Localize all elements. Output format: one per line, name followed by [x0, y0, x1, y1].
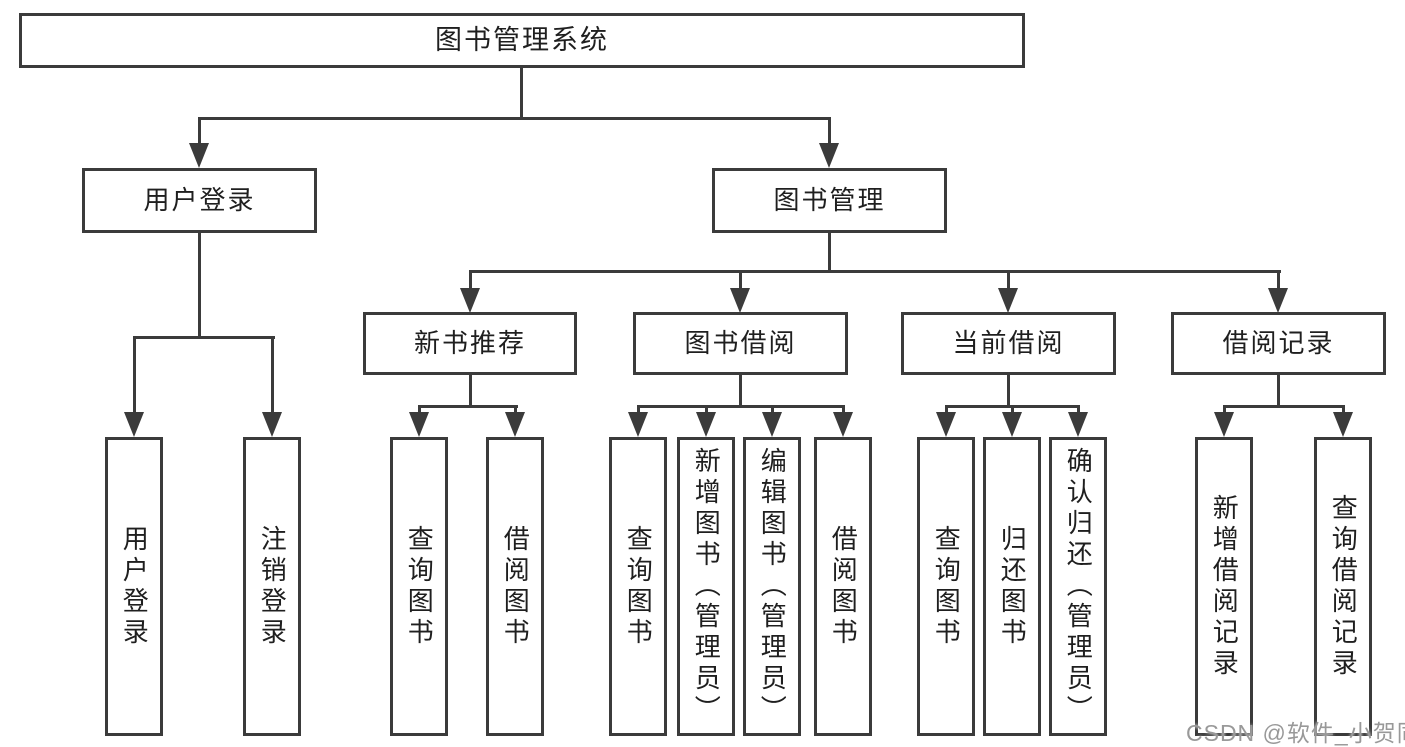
connector-to-book-management	[828, 119, 831, 147]
node-label: 新增借阅记录	[1209, 493, 1240, 680]
arrow-down-icon	[628, 412, 648, 437]
arrow-down-icon	[819, 143, 839, 168]
connector-to-logout	[271, 338, 274, 416]
connector-group1-drop	[469, 375, 472, 407]
connector-leaf	[771, 406, 774, 416]
node-borrow-books-borrowing: 借阅图书	[814, 437, 872, 736]
node-library-management-system: 图书管理系统	[19, 13, 1025, 68]
node-label: 新增图书（管理员）	[691, 447, 722, 726]
arrow-down-icon	[762, 412, 782, 437]
arrow-down-icon	[1002, 412, 1022, 437]
node-label: 借阅图书	[500, 524, 531, 649]
node-label: 查询图书	[404, 524, 435, 649]
node-current-borrowing: 当前借阅	[901, 312, 1116, 375]
arrow-down-icon	[124, 412, 144, 437]
node-add-books-admin: 新增图书（管理员）	[677, 437, 735, 736]
connector-leaf	[705, 406, 708, 416]
node-borrow-books-recommendation: 借阅图书	[486, 437, 544, 736]
connector-to-current-borrowing	[1007, 272, 1010, 290]
node-book-borrowing: 图书借阅	[633, 312, 848, 375]
connector-to-borrowing-records	[1277, 272, 1280, 290]
connector-leaf	[945, 406, 948, 416]
node-label: 用户登录	[143, 185, 256, 216]
node-label: 图书管理系统	[435, 24, 609, 55]
node-label: 查询借阅记录	[1328, 493, 1359, 680]
connector-root-drop	[520, 68, 523, 120]
connector-book-management-drop	[828, 233, 831, 273]
connector-leaf	[1011, 406, 1014, 416]
node-label: 注销登录	[257, 524, 288, 649]
connector-leaf	[514, 406, 517, 416]
node-user-login-leaf: 用户登录	[105, 437, 163, 736]
node-label: 新书推荐	[413, 328, 526, 359]
node-label: 编辑图书（管理员）	[757, 447, 788, 726]
node-label: 确认归还（管理员）	[1063, 447, 1094, 726]
node-return-books: 归还图书	[983, 437, 1041, 736]
node-user-login: 用户登录	[82, 168, 317, 233]
connector-group2-drop	[739, 375, 742, 407]
connector-level3-splitter	[469, 270, 1281, 273]
connector-level2-splitter	[198, 117, 831, 120]
connector-to-user-login	[198, 119, 201, 147]
node-query-books-current: 查询图书	[917, 437, 975, 736]
arrow-down-icon	[730, 288, 750, 313]
connector-leaf	[637, 406, 640, 416]
node-label: 查询图书	[931, 524, 962, 649]
arrow-down-icon	[505, 412, 525, 437]
connector-to-user-login-leaf	[133, 338, 136, 416]
node-label: 图书借阅	[684, 328, 797, 359]
connector-group4-splitter	[1223, 405, 1345, 408]
connector-user-login-splitter	[133, 336, 275, 339]
node-confirm-return-admin: 确认归还（管理员）	[1049, 437, 1107, 736]
node-query-borrow-record: 查询借阅记录	[1314, 437, 1372, 736]
node-query-books-borrowing: 查询图书	[609, 437, 667, 736]
csdn-watermark: CSDN @软件_小贺同学	[1186, 720, 1405, 746]
arrow-down-icon	[189, 143, 209, 168]
connector-group1-splitter	[418, 405, 518, 408]
arrow-down-icon	[262, 412, 282, 437]
node-edit-books-admin: 编辑图书（管理员）	[743, 437, 801, 736]
node-label: 借阅图书	[828, 524, 859, 649]
node-label: 当前借阅	[952, 328, 1065, 359]
node-logout: 注销登录	[243, 437, 301, 736]
connector-group3-drop	[1007, 375, 1010, 407]
node-label: 借阅记录	[1222, 328, 1335, 359]
connector-to-book-borrowing	[739, 272, 742, 290]
node-label: 查询图书	[623, 524, 654, 649]
node-new-book-recommendation: 新书推荐	[363, 312, 577, 375]
node-label: 图书管理	[773, 185, 886, 216]
arrow-down-icon	[833, 412, 853, 437]
arrow-down-icon	[936, 412, 956, 437]
arrow-down-icon	[409, 412, 429, 437]
arrow-down-icon	[1333, 412, 1353, 437]
arrow-down-icon	[1268, 288, 1288, 313]
node-label: 用户登录	[119, 524, 150, 649]
arrow-down-icon	[696, 412, 716, 437]
node-borrowing-records: 借阅记录	[1171, 312, 1386, 375]
arrow-down-icon	[1068, 412, 1088, 437]
node-book-management: 图书管理	[712, 168, 947, 233]
connector-group4-drop	[1277, 375, 1280, 407]
node-query-books-recommendation: 查询图书	[390, 437, 448, 736]
connector-user-login-drop	[198, 233, 201, 339]
node-add-borrow-record: 新增借阅记录	[1195, 437, 1253, 736]
connector-leaf	[1342, 406, 1345, 416]
arrow-down-icon	[460, 288, 480, 313]
connector-leaf	[418, 406, 421, 416]
connector-leaf	[1077, 406, 1080, 416]
connector-group2-splitter	[637, 405, 845, 408]
connector-to-new-book-recommendation	[469, 272, 472, 290]
arrow-down-icon	[1214, 412, 1234, 437]
connector-leaf	[842, 406, 845, 416]
arrow-down-icon	[998, 288, 1018, 313]
connector-leaf	[1223, 406, 1226, 416]
node-label: 归还图书	[997, 524, 1028, 649]
